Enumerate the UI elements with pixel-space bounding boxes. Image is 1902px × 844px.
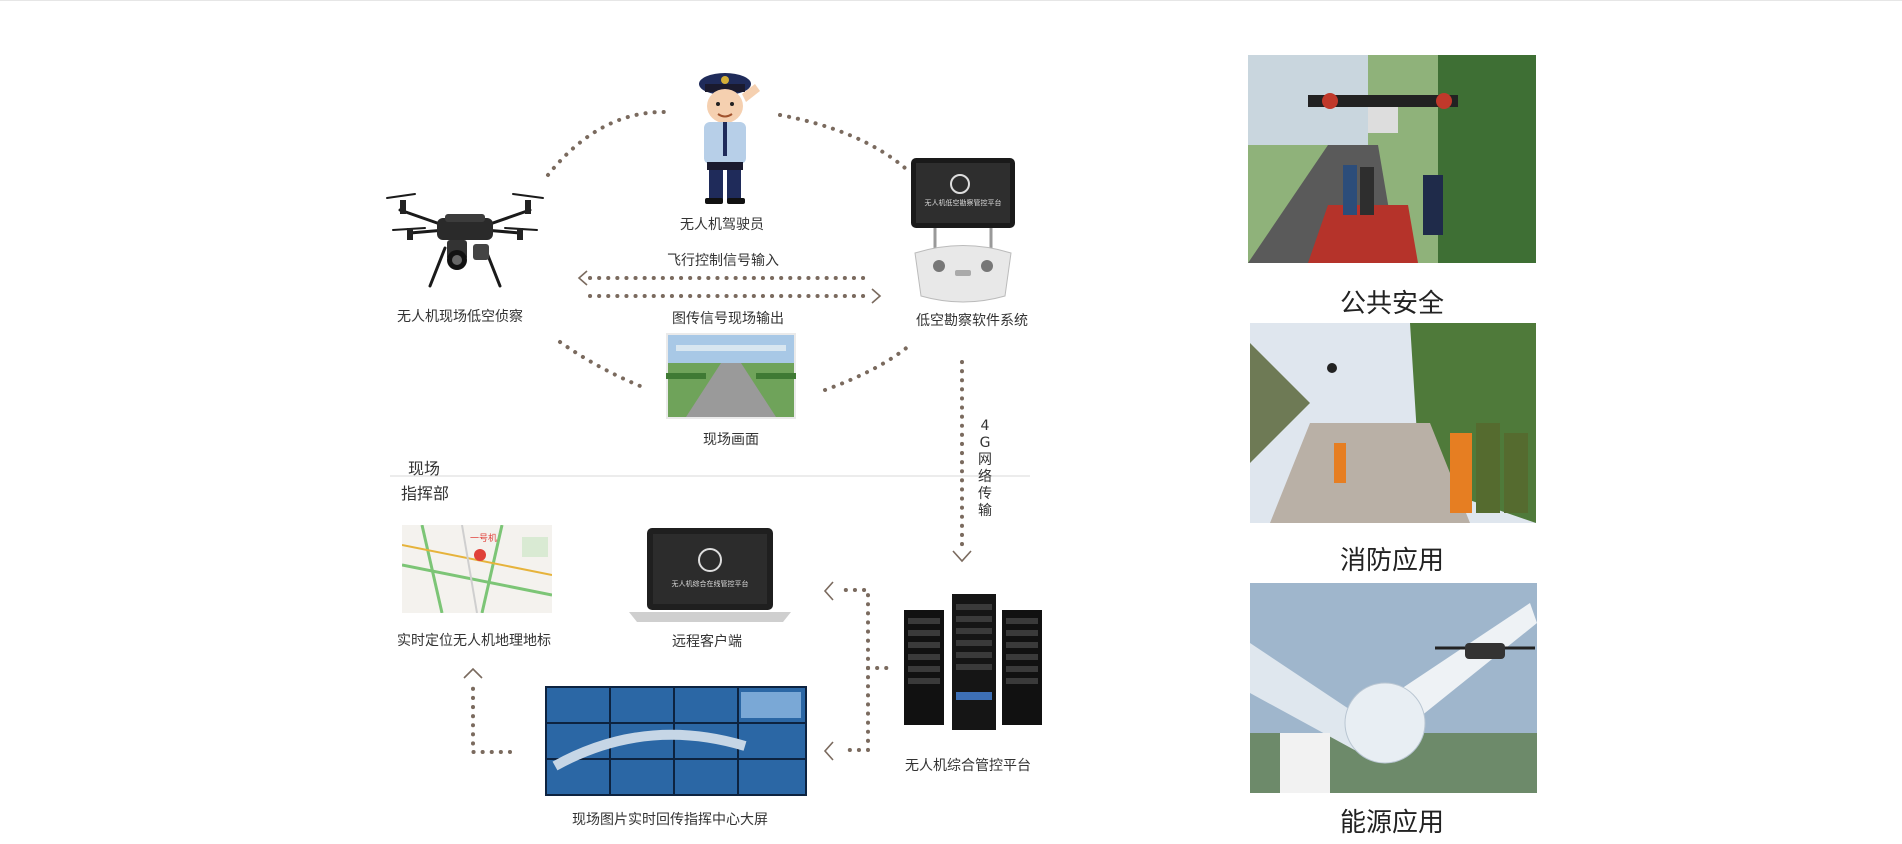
app-label-public-safety: 公共安全 [1340, 289, 1445, 319]
platform-label: 无人机综合管控平台 [905, 758, 1031, 774]
command-post-label-2: 指挥部 [401, 484, 450, 503]
app-label-energy: 能源应用 [1340, 808, 1445, 838]
fire-rescue-photo [1250, 323, 1536, 523]
energy-photo [1250, 583, 1537, 793]
video-wall-icon [545, 686, 807, 796]
drone-label: 无人机现场低空侦察 [397, 309, 523, 325]
map-label: 实时定位无人机地理地标 [397, 633, 551, 649]
pilot-label: 无人机驾驶员 [680, 217, 764, 233]
scene-picture-label: 现场画面 [703, 432, 759, 448]
laptop-icon: 无人机综合在线管控平台 [629, 528, 791, 622]
map-pin-icon [474, 549, 486, 561]
scene-picture-thumbnail [666, 333, 796, 419]
map-thumbnail: 一号机 [402, 525, 552, 613]
app-label-fire: 消防应用 [1340, 546, 1445, 576]
laptop-screen-text: 无人机综合在线管控平台 [672, 579, 749, 588]
drone-icon [386, 193, 544, 288]
server-rack-icon [904, 594, 1042, 730]
big-screen-label: 现场图片实时回传指挥中心大屏 [572, 812, 768, 828]
tablet-screen-text: 无人机低空勘察管控平台 [925, 198, 1002, 207]
flight-signal-label: 飞行控制信号输入 [667, 253, 779, 269]
command-post-label-1: 现场 [408, 459, 441, 478]
public-safety-photo [1248, 55, 1536, 263]
remote-client-label: 远程客户端 [672, 634, 742, 650]
police-pilot-icon [699, 73, 760, 204]
image-signal-label: 图传信号现场输出 [672, 311, 784, 327]
remote-controller-tablet-icon: 无人机低空勘察管控平台 [911, 158, 1015, 303]
software-label: 低空勘察软件系统 [916, 313, 1028, 329]
top-divider [0, 0, 1902, 1]
network-label: 4G网络传输 [978, 418, 992, 519]
map-marker: 一号机 [470, 532, 497, 544]
